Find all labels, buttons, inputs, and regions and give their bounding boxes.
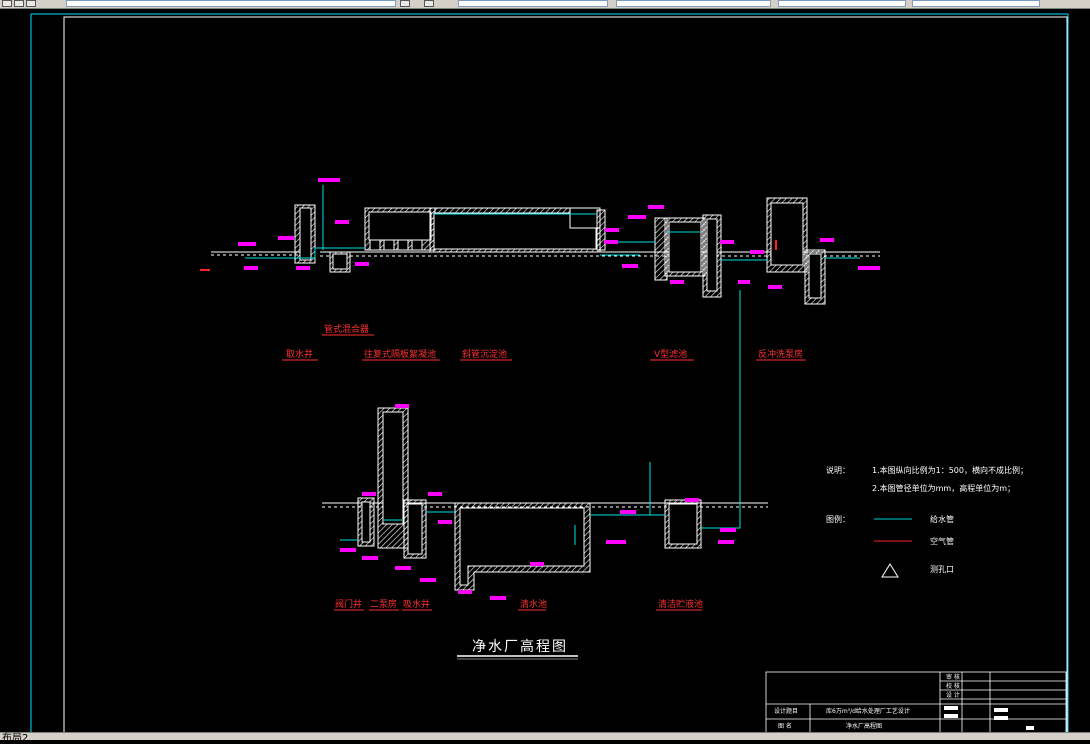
svg-text:净水厂高程图: 净水厂高程图: [846, 722, 882, 730]
valve-well: [357, 497, 375, 547]
label-pump-house: 二泵房: [370, 598, 397, 610]
status-bar: 布局2: [0, 732, 1090, 744]
sedimentation-tank: [429, 207, 601, 253]
label-valve-well: 阀门井: [335, 598, 362, 610]
label-flocculation: 往复式隔板絮凝池: [364, 348, 436, 360]
label-clear-water: 清水池: [520, 598, 547, 610]
label-mixer: 管式混合器: [324, 323, 369, 335]
label-suction-well: 吸水井: [403, 598, 430, 610]
notes: 说明： 1.本图纵向比例为1：500，横向不成比例； 2.本图管径单位为mm，高…: [826, 465, 1028, 574]
note-1: 1.本图纵向比例为1：500，横向不成比例；: [872, 465, 1028, 475]
svg-text:设 计: 设 计: [946, 691, 960, 699]
title-block-text: 审 核 校 核 设 计 设计题目 库6万m³/d给水处理厂工艺设计 图 名 净水…: [774, 673, 960, 730]
label-sedimentation: 斜管沉淀池: [462, 348, 507, 360]
intake-well: [294, 204, 316, 264]
label-intake-well: 取水井: [286, 348, 313, 360]
drawing-canvas[interactable]: 管式混合器 取水井 往复式隔板絮凝池 斜管沉淀池 V型滤池 反冲洗泵房: [0, 8, 1090, 736]
toolbar: 已 有 文 件: [0, 0, 1090, 9]
legend-water-pipe: 给水管: [930, 514, 954, 524]
label-clean-storage: 清洁贮液池: [658, 598, 703, 610]
color-dropdown[interactable]: [458, 0, 608, 7]
svg-text:设计题目: 设计题目: [774, 707, 798, 715]
mixer-pit: [329, 251, 351, 273]
notes-heading: 说明：: [826, 465, 850, 475]
lineweight-dropdown[interactable]: [778, 0, 906, 7]
title-block-fills: [944, 706, 1034, 730]
measure-triangle-icon: [881, 563, 899, 578]
paper-frame: [30, 13, 1069, 736]
linetype-dropdown[interactable]: [616, 0, 771, 7]
label-underlines-top: [282, 334, 806, 361]
elevation-tags-top: [238, 178, 880, 289]
legend-air-pipe: 空气管: [930, 536, 954, 546]
svg-text:校 核: 校 核: [946, 682, 960, 690]
save-icon[interactable]: [26, 0, 36, 7]
legend-measure: 测孔口: [930, 565, 954, 574]
backwash-pump-house: [766, 197, 826, 305]
note-2: 2.本图管径单位为mm，高程单位为m；: [872, 483, 1015, 493]
open-file-icon[interactable]: [14, 0, 24, 7]
water-pipe-top: [245, 185, 860, 500]
filter-small-box: [596, 209, 606, 251]
drawing-title: 净水厂高程图: [472, 638, 568, 655]
svg-text:审 核: 审 核: [946, 673, 960, 681]
labels-top: 管式混合器 取水井 往复式隔板絮凝池 斜管沉淀池 V型滤池 反冲洗泵房: [286, 323, 803, 360]
layer-dropdown[interactable]: [66, 0, 396, 7]
svg-text:图 名: 图 名: [778, 722, 792, 730]
new-file-icon[interactable]: [2, 0, 12, 7]
layer-previous-icon[interactable]: [400, 0, 410, 7]
label-backwash: 反冲洗泵房: [758, 348, 803, 360]
water-pipe-bottom: [340, 462, 741, 545]
layout-tab-2[interactable]: 布局2: [2, 733, 29, 744]
plotstyle-dropdown[interactable]: [912, 0, 1040, 7]
labels-bottom: 阀门井 二泵房 吸水井 清水池 清洁贮液池: [335, 598, 703, 610]
svg-text:库6万m³/d给水处理厂工艺设计: 库6万m³/d给水处理厂工艺设计: [826, 707, 910, 715]
legend-heading: 图例：: [826, 514, 850, 524]
suction-well: [403, 499, 427, 559]
clean-storage-tank: [664, 499, 702, 549]
label-v-filter: V型滤池: [654, 348, 687, 360]
elevation-tags-bottom: [340, 404, 736, 600]
secondary-pump-house: [377, 407, 409, 549]
clear-water-tank: [454, 502, 591, 591]
layer-manager-icon[interactable]: [424, 0, 434, 7]
title-block: [765, 671, 1067, 735]
v-filter: [654, 214, 722, 298]
flocculation-tank: [364, 207, 436, 251]
